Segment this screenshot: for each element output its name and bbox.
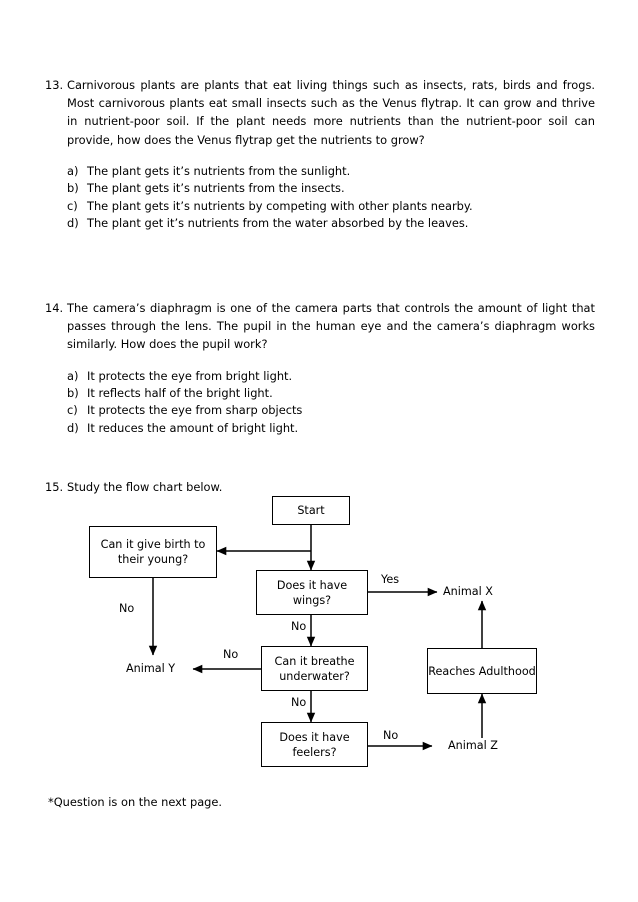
option-14-c-text: It protects the eye from sharp objects (87, 403, 303, 418)
option-14-c[interactable]: c) It protects the eye from sharp object… (67, 402, 595, 419)
flowchart-terminal-animal-y: Animal Y (126, 662, 176, 675)
option-13-b-letter: b) (67, 181, 79, 196)
flowchart-label-breathe-no-left: No (223, 648, 239, 661)
flowchart-label-wings-no: No (291, 620, 307, 633)
flowchart-box-give-birth[interactable]: Can it give birth to their young? (89, 526, 217, 578)
option-14-a-text: It protects the eye from bright light. (87, 368, 293, 383)
question-13-options: a) The plant gets it’s nutrients from th… (67, 163, 595, 233)
flowchart-box-breathe[interactable]: Can it breathe underwater? (261, 646, 368, 691)
option-13-b-text: The plant gets it’s nutrients from the i… (87, 181, 345, 196)
question-14-number: 14. (45, 301, 64, 315)
option-14-b[interactable]: b) It reflects half of the bright light. (67, 385, 595, 402)
flowchart-label-give-birth-no: No (119, 602, 135, 615)
flowchart-box-start[interactable]: Start (272, 496, 350, 525)
option-14-d-text: It reduces the amount of bright light. (87, 420, 299, 435)
flowchart-label-breathe-no-down: No (291, 696, 307, 709)
question-14-options: a) It protects the eye from bright light… (67, 368, 595, 438)
option-14-b-letter: b) (67, 386, 79, 401)
flowchart-terminal-animal-z: Animal Z (448, 739, 498, 752)
option-13-a-text: The plant gets it’s nutrients from the s… (87, 163, 351, 178)
flowchart-label-wings-yes: Yes (381, 573, 400, 586)
option-14-a-letter: a) (67, 368, 79, 383)
flowchart-box-feelers[interactable]: Does it have feelers? (261, 722, 368, 767)
option-13-d[interactable]: d) The plant get it’s nutrients from the… (67, 215, 595, 232)
footnote: *Question is on the next page. (48, 795, 223, 809)
option-13-d-text: The plant get it’s nutrients from the wa… (87, 216, 469, 231)
flowchart-box-adulthood[interactable]: Reaches Adulthood (427, 648, 537, 694)
question-13-text: Carnivorous plants are plants that eat l… (67, 78, 595, 147)
question-14-text: The camera’s diaphragm is one of the cam… (67, 301, 595, 352)
option-14-a[interactable]: a) It protects the eye from bright light… (67, 368, 595, 385)
flowchart-label-feelers-no: No (383, 729, 399, 742)
option-14-d-letter: d) (67, 420, 79, 435)
option-13-a[interactable]: a) The plant gets it’s nutrients from th… (67, 163, 595, 180)
question-15-text: Study the flow chart below. (67, 480, 223, 494)
option-13-b[interactable]: b) The plant gets it’s nutrients from th… (67, 180, 595, 197)
question-15-number: 15. (45, 480, 64, 494)
question-14-stem: 14. The camera’s diaphragm is one of the… (45, 299, 595, 354)
option-13-d-letter: d) (67, 216, 79, 231)
question-15-stem: 15. Study the flow chart below. (45, 478, 595, 496)
flowchart-terminal-animal-x: Animal X (443, 585, 493, 598)
option-13-a-letter: a) (67, 163, 79, 178)
question-15: 15. Study the flow chart below. (45, 478, 595, 496)
flowchart-box-wings[interactable]: Does it have wings? (256, 570, 368, 615)
option-14-b-text: It reflects half of the bright light. (87, 386, 273, 401)
option-14-d[interactable]: d) It reduces the amount of bright light… (67, 420, 595, 437)
question-14: 14. The camera’s diaphragm is one of the… (45, 299, 595, 437)
option-13-c-text: The plant gets it’s nutrients by competi… (87, 198, 473, 213)
question-13: 13. Carnivorous plants are plants that e… (45, 76, 595, 232)
option-13-c[interactable]: c) The plant gets it’s nutrients by comp… (67, 198, 595, 215)
question-13-stem: 13. Carnivorous plants are plants that e… (45, 76, 595, 149)
option-13-c-letter: c) (67, 198, 78, 213)
question-13-number: 13. (45, 78, 64, 92)
option-14-c-letter: c) (67, 403, 78, 418)
